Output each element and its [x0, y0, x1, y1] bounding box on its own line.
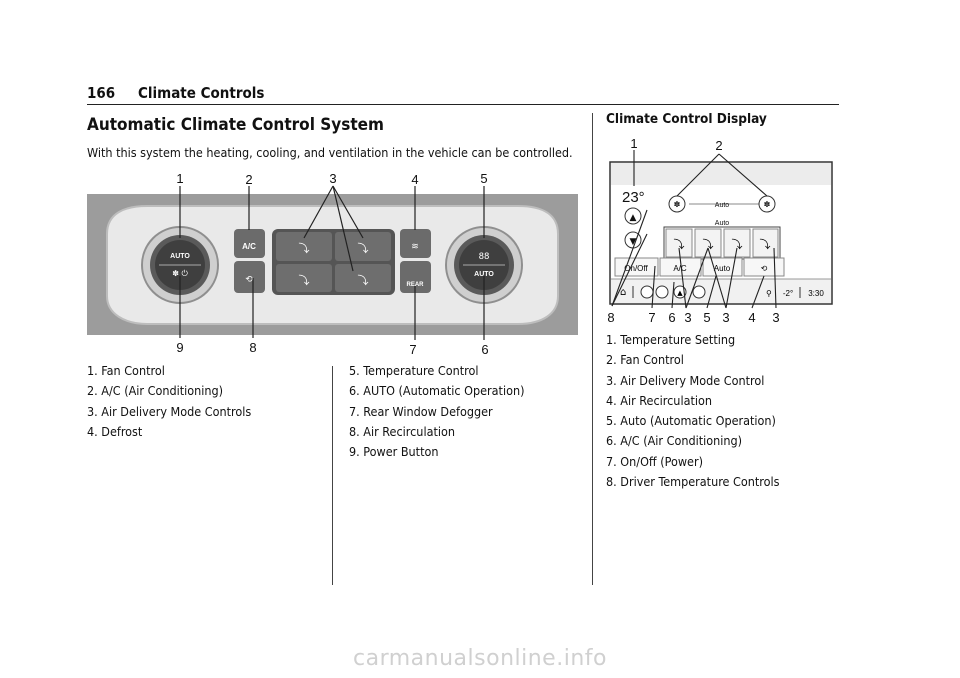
list-item: 5. Auto (Automatic Operation): [606, 413, 776, 429]
panel-legend-col2: 5. Temperature Control 6. AUTO (Automati…: [349, 361, 524, 462]
page-number: 166: [87, 84, 116, 102]
panel-legend-col1: 1. Fan Control 2. A/C (Air Conditioning)…: [87, 361, 251, 442]
list-item: 6. A/C (Air Conditioning): [606, 433, 743, 449]
svg-text:2: 2: [245, 172, 252, 187]
svg-text:4: 4: [748, 310, 755, 325]
watermark: carmanualsonline.info: [353, 646, 607, 671]
temperature-setting: 23°: [622, 189, 645, 206]
svg-text:3: 3: [722, 310, 729, 325]
svg-text:3: 3: [329, 171, 336, 186]
svg-text:A/C: A/C: [242, 242, 256, 251]
intro-paragraph: With this system the heating, cooling, a…: [87, 145, 573, 160]
svg-text:2: 2: [715, 138, 722, 153]
svg-text:≋: ≋: [411, 242, 419, 252]
svg-text:6: 6: [668, 310, 675, 325]
list-item: 1. Fan Control: [87, 363, 165, 378]
column-divider: [332, 366, 333, 585]
list-item: 6. AUTO (Automatic Operation): [349, 383, 525, 399]
svg-text:6: 6: [481, 342, 488, 357]
list-item: 3. Air Delivery Mode Controls: [87, 403, 252, 419]
section-title: Automatic Climate Control System: [87, 115, 384, 135]
svg-text:1: 1: [630, 136, 637, 151]
list-item: 2. A/C (Air Conditioning): [87, 383, 224, 399]
list-item: 5. Temperature Control: [349, 363, 479, 378]
recirculation-button: ⟲: [234, 261, 265, 293]
ac-button: A/C: [234, 229, 265, 258]
svg-text:⌂: ⌂: [620, 287, 626, 298]
svg-text:7: 7: [409, 342, 416, 357]
list-item: 2. Fan Control: [606, 352, 684, 368]
display-legend: 1. Temperature Setting 2. Fan Control 3.…: [606, 330, 780, 492]
svg-text:⤵: ⤵: [299, 242, 310, 255]
svg-text:▲: ▲: [630, 213, 637, 223]
status-outside-temp: -2°: [783, 289, 793, 298]
climate-panel-illustration: AUTO ✽ ⏻ A/C ⟲ ⤵ ⤵ ⤵ ⤵ ≋ REAR 88 AUTO: [87, 171, 578, 357]
svg-text:✽: ✽: [764, 200, 771, 209]
svg-text:5: 5: [703, 310, 710, 325]
svg-text:⤵: ⤵: [358, 274, 369, 287]
list-item: 8. Driver Temperature Controls: [606, 474, 780, 490]
svg-text:⤵: ⤵: [703, 238, 714, 251]
svg-text:8: 8: [249, 340, 256, 355]
fan-auto-label: Auto: [715, 202, 730, 209]
climate-display-illustration: 23° ▲ ▼ ✽ Auto ✽ Auto ⤵ ⤵ ⤵ ⤵ On/Off A/C…: [607, 136, 833, 325]
svg-text:8: 8: [607, 310, 614, 325]
list-item: 7. Rear Window Defogger: [349, 403, 493, 419]
left-knob-label: AUTO: [170, 253, 190, 260]
status-time: 3:30: [808, 289, 824, 298]
auto-display-button: Auto: [714, 264, 731, 273]
chapter-title: Climate Controls: [138, 84, 265, 102]
svg-text:✽: ✽: [674, 200, 681, 209]
air-delivery-mode-buttons: ⤵ ⤵ ⤵ ⤵: [272, 229, 395, 295]
svg-text:3: 3: [772, 310, 779, 325]
svg-text:9: 9: [176, 340, 183, 355]
right-knob-display: 88: [479, 252, 490, 262]
svg-text:⤵: ⤵: [732, 238, 743, 251]
defrost-button: ≋: [400, 229, 431, 258]
svg-text:⟲: ⟲: [761, 264, 768, 273]
list-item: 7. On/Off (Power): [606, 453, 703, 469]
list-item: 9. Power Button: [349, 444, 439, 460]
list-item: 8. Air Recirculation: [349, 423, 455, 439]
svg-text:▲: ▲: [677, 289, 683, 297]
svg-text:✽ ⏻: ✽ ⏻: [172, 269, 188, 278]
svg-text:5: 5: [480, 171, 487, 186]
svg-text:3: 3: [684, 310, 691, 325]
header-rule: [87, 104, 839, 105]
ac-display-button: A/C: [673, 264, 687, 273]
right-knob-label: AUTO: [474, 271, 494, 278]
list-item: 3. Air Delivery Mode Control: [606, 372, 765, 388]
svg-text:⤵: ⤵: [760, 238, 771, 251]
svg-text:1: 1: [176, 171, 183, 186]
mode-auto-label: Auto: [715, 220, 730, 227]
svg-text:▼: ▼: [630, 237, 637, 247]
onoff-button: On/Off: [624, 264, 648, 273]
rear-defogger-button: REAR: [400, 261, 431, 293]
svg-text:4: 4: [411, 172, 418, 187]
display-section-title: Climate Control Display: [606, 111, 767, 127]
svg-text:⤵: ⤵: [299, 274, 310, 287]
list-item: 1. Temperature Setting: [606, 332, 736, 347]
list-item: 4. Defrost: [87, 423, 143, 439]
svg-text:⤵: ⤵: [358, 242, 369, 255]
svg-text:⟲: ⟲: [245, 275, 253, 285]
power-fan-knob: AUTO ✽ ⏻: [141, 226, 219, 304]
list-item: 4. Air Recirculation: [606, 392, 712, 408]
svg-text:⤵: ⤵: [674, 238, 685, 251]
column-divider: [592, 113, 593, 585]
svg-text:⚲: ⚲: [766, 289, 772, 298]
svg-text:7: 7: [648, 310, 655, 325]
svg-text:REAR: REAR: [406, 282, 424, 288]
